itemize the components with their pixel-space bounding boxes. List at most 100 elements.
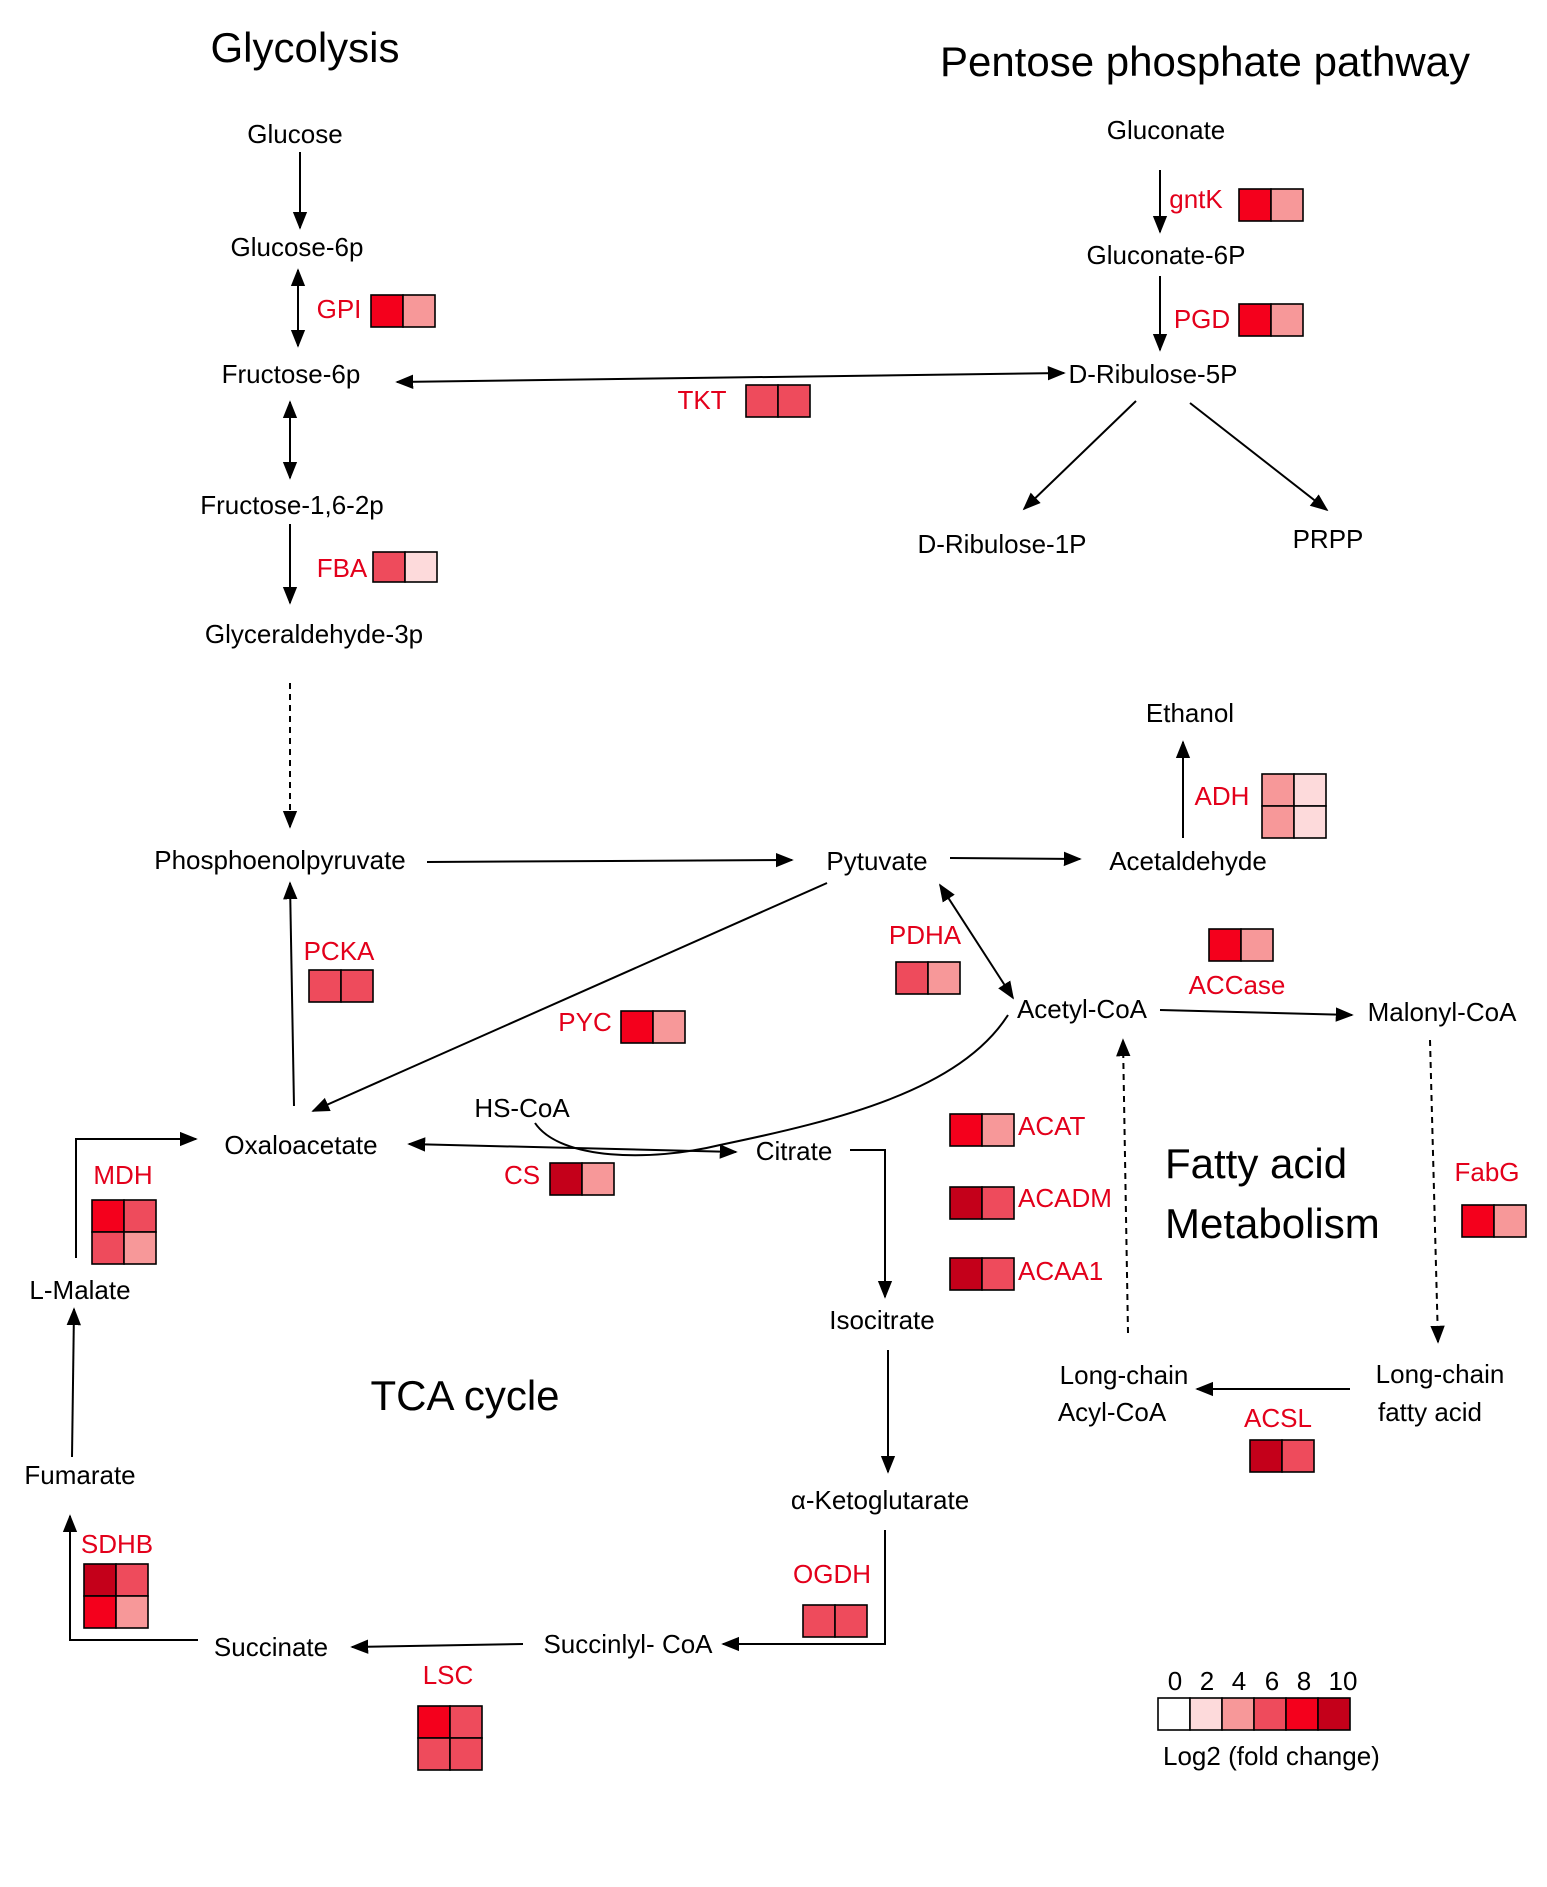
- metabolite-long-chain-acyl-coa-line2: Acyl-CoA: [1058, 1397, 1167, 1427]
- arrow-citrate-isocitrate: [850, 1149, 893, 1299]
- arrow-acetylcoa-hscoa-curve: [534, 1014, 1009, 1157]
- metabolite-acetyl-coa: Acetyl-CoA: [1017, 994, 1148, 1024]
- metabolite-succinate: Succinate: [214, 1632, 328, 1662]
- title-metabolism: Metabolism: [1165, 1200, 1380, 1247]
- metabolite-long-chain-fatty-acid-line2: fatty acid: [1378, 1397, 1482, 1427]
- heatmap-cell: [1293, 773, 1327, 807]
- heatmap-acadm: [949, 1186, 1015, 1220]
- heatmap-cell: [949, 1113, 983, 1147]
- heatmap-acsl: [1249, 1439, 1315, 1473]
- heatmap-cell: [1461, 1204, 1495, 1238]
- heatmap-cell: [981, 1113, 1015, 1147]
- metabolite-gluconate-6p: Gluconate-6P: [1087, 240, 1246, 270]
- heatmap-cell: [123, 1199, 157, 1233]
- arrow-pep-pyruvate: [426, 852, 794, 868]
- metabolite-d-ribulose-5p: D-Ribulose-5P: [1068, 359, 1237, 389]
- enzyme-lsc: LSC: [423, 1660, 474, 1690]
- heatmap-fba: [372, 551, 438, 583]
- legend-color-cell: [1285, 1697, 1319, 1731]
- legend-ticks: 0 2 4 6 8 10: [1168, 1666, 1358, 1696]
- heatmap-cell: [652, 1010, 686, 1044]
- heatmap-cell: [1238, 303, 1272, 337]
- heatmap-accase: [1208, 928, 1274, 962]
- enzyme-acsl: ACSL: [1244, 1403, 1312, 1433]
- legend-color-cell: [1157, 1697, 1191, 1731]
- arrow-pyruvate-acetylcoa: [939, 883, 1014, 1000]
- heatmap-cell: [1249, 1439, 1283, 1473]
- heatmap-ogdh: [802, 1604, 868, 1638]
- heatmap-cell: [745, 384, 779, 418]
- arrow-pyruvate-oxaloacetate: [311, 882, 828, 1112]
- heatmap-pgd: [1238, 303, 1304, 337]
- metabolite-alpha-ketoglutarate: α-Ketoglutarate: [791, 1485, 969, 1515]
- legend-tick: 0: [1168, 1666, 1182, 1696]
- enzyme-pdha: PDHA: [889, 920, 962, 950]
- enzyme-labels: gntK GPI PGD TKT FBA ADH PDHA ACCase PCK…: [81, 184, 1520, 1690]
- arrow-fumarate-lmalate: [66, 1307, 81, 1458]
- legend: 0 2 4 6 8 10 Log2 (fold change): [1157, 1666, 1380, 1771]
- heatmap-cell: [91, 1199, 125, 1233]
- title-glycolysis: Glycolysis: [210, 24, 399, 71]
- heatmap-cell: [1493, 1204, 1527, 1238]
- heatmap-cell: [308, 969, 342, 1003]
- enzyme-pcka: PCKA: [304, 936, 375, 966]
- enzyme-gpi: GPI: [317, 294, 362, 324]
- metabolite-hs-coa: HS-CoA: [474, 1093, 570, 1123]
- enzyme-acaa1: ACAA1: [1018, 1256, 1103, 1286]
- heatmap-gpi: [370, 294, 436, 328]
- heatmap-cell: [417, 1737, 451, 1771]
- legend-color-scale: [1157, 1697, 1351, 1731]
- heatmap-tkt: [745, 384, 811, 418]
- heatmap-cell: [581, 1162, 615, 1196]
- heatmap-cell: [620, 1010, 654, 1044]
- title-fatty-acid: Fatty acid: [1165, 1140, 1347, 1187]
- enzyme-fabg: FabG: [1454, 1157, 1519, 1187]
- metabolite-glucose: Glucose: [247, 119, 342, 149]
- heatmap-cell: [1293, 805, 1327, 839]
- metabolite-ethanol: Ethanol: [1146, 698, 1234, 728]
- enzyme-mdh: MDH: [93, 1160, 152, 1190]
- heatmap-adh: [1261, 773, 1327, 839]
- legend-color-cell: [1221, 1697, 1255, 1731]
- enzyme-gntk: gntK: [1169, 184, 1223, 214]
- title-tca-cycle: TCA cycle: [370, 1372, 559, 1419]
- metabolite-phosphoenolpyruvate: Phosphoenolpyruvate: [154, 845, 406, 875]
- enzyme-tkt: TKT: [677, 385, 726, 415]
- metabolite-acetaldehyde: Acetaldehyde: [1109, 846, 1267, 876]
- arrow-akg-succinylcoa: [721, 1530, 886, 1652]
- heatmap-sdhb: [83, 1563, 149, 1629]
- heatmap-cell: [115, 1595, 149, 1629]
- heatmap-cell: [123, 1231, 157, 1265]
- heatmap-cell: [949, 1257, 983, 1291]
- heatmap-cell: [91, 1231, 125, 1265]
- enzyme-fba: FBA: [317, 553, 368, 583]
- heatmap-cell: [1270, 303, 1304, 337]
- metabolite-fructose-1-6-2p: Fructose-1,6-2p: [200, 490, 384, 520]
- heatmap-cell: [372, 551, 406, 583]
- arrow-lcacylcoa-acetylcoa: [1116, 1038, 1131, 1334]
- legend-tick: 4: [1232, 1666, 1246, 1696]
- heatmap-cell: [449, 1705, 483, 1739]
- metabolite-citrate: Citrate: [756, 1136, 833, 1166]
- metabolite-l-malate: L-Malate: [29, 1275, 130, 1305]
- heatmap-acat: [949, 1113, 1015, 1147]
- legend-tick: 8: [1297, 1666, 1311, 1696]
- heatmap-cell: [549, 1162, 583, 1196]
- legend-tick: 10: [1329, 1666, 1358, 1696]
- heatmap-cell: [1281, 1439, 1315, 1473]
- heatmap-cell: [1238, 188, 1272, 222]
- arrow-succinylcoa-succinate: [350, 1639, 524, 1654]
- legend-color-cell: [1253, 1697, 1287, 1731]
- enzyme-ogdh: OGDH: [793, 1559, 871, 1589]
- legend-color-cell: [1317, 1697, 1351, 1731]
- heatmap-cell: [895, 961, 929, 995]
- heatmap-cs: [549, 1162, 615, 1196]
- arrow-ribulose5p-prpp: [1189, 402, 1329, 512]
- heatmap-pdha: [895, 961, 961, 995]
- enzyme-sdhb: SDHB: [81, 1529, 153, 1559]
- heatmap-cell: [404, 551, 438, 583]
- heatmap-mdh: [91, 1199, 157, 1265]
- heatmap-cell: [449, 1737, 483, 1771]
- enzyme-acat: ACAT: [1018, 1111, 1086, 1141]
